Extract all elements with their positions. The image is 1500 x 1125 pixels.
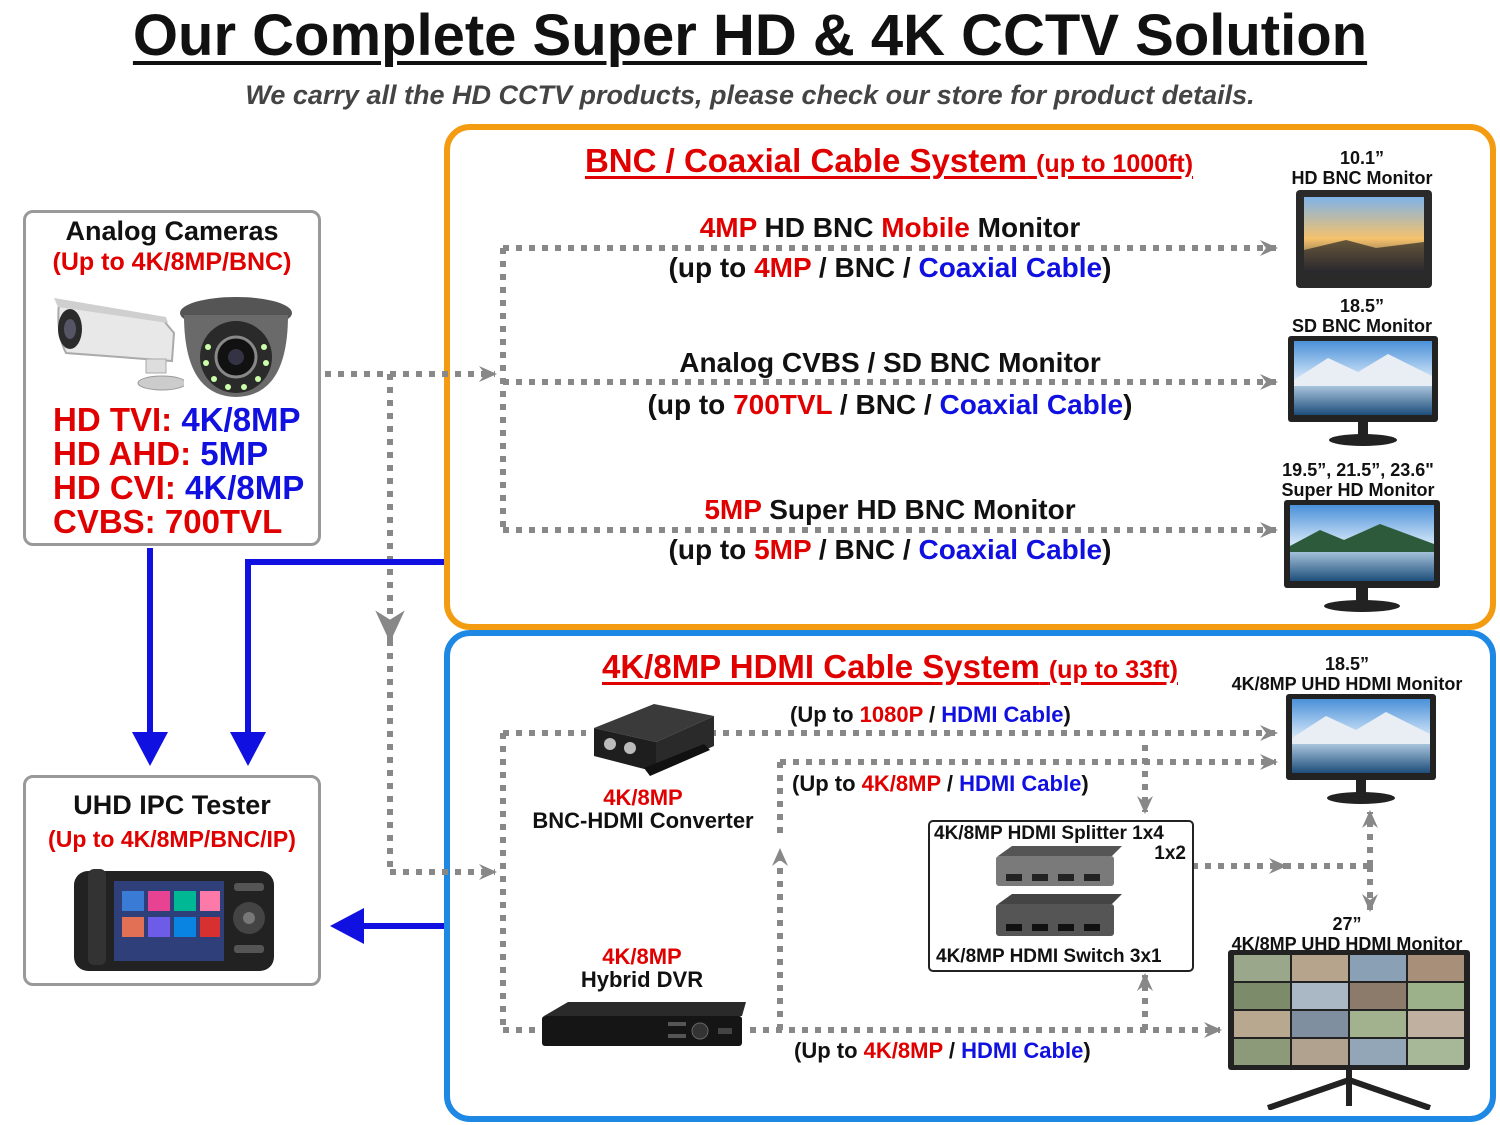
- uhd-hdmi-monitor-27-image: [1228, 950, 1470, 1110]
- converter-label: 4K/8MP BNC-HDMI Converter: [532, 785, 754, 833]
- hd-bnc-monitor-image: [1296, 190, 1432, 288]
- tester-panel: UHD IPC Tester (Up to 4K/8MP/BNC/IP): [23, 775, 321, 986]
- hdmi-system-frame: [444, 630, 1496, 1122]
- bnc-monitor-1-label: 10.1”HD BNC Monitor: [1291, 148, 1433, 188]
- hdmi-monitor-1-label: 18.5”4K/8MP UHD HDMI Monitor: [1231, 654, 1463, 694]
- tester-device-image: [74, 869, 274, 971]
- spec-cvi: HD CVI: 4K/8MP: [53, 469, 305, 506]
- camera-spec-list: HD TVI: 4K/8MP HD AHD: 5MP HD CVI: 4K/8M…: [53, 403, 304, 539]
- dvr-label: 4K/8MP Hybrid DVR: [580, 944, 704, 992]
- bnc-monitor-2-label: 18.5”SD BNC Monitor: [1292, 296, 1432, 336]
- spec-tvi: HD TVI: 4K/8MP: [53, 401, 301, 438]
- hdmi-link-4k-dvr: (Up to 4K/8MP / HDMI Cable): [794, 1038, 1091, 1063]
- bnc-route-3: 5MP Super HD BNC Monitor (up to 5MP / BN…: [668, 494, 1112, 565]
- bullet-camera-image: [54, 298, 184, 391]
- bnc-hdmi-converter-image: [594, 704, 714, 776]
- splitter-switch-image: [996, 846, 1122, 936]
- analog-cameras-panel: Analog Cameras (Up to 4K/8MP/BNC) HD TVI…: [23, 210, 321, 546]
- page-title: Our Complete Super HD & 4K CCTV Solution: [132, 3, 1368, 68]
- hdmi-monitor-2-label: 27”4K/8MP UHD HDMI Monitor: [1231, 914, 1463, 954]
- analog-cameras-title: Analog Cameras: [65, 216, 279, 246]
- hdmi-link-1080p: (Up to 1080P / HDMI Cable): [790, 702, 1071, 727]
- uhd-hdmi-monitor-18-image: [1286, 694, 1436, 804]
- splitter-switch-box: 4K/8MP HDMI Splitter 1x4 1x2 4K/8MP HDMI…: [928, 820, 1194, 972]
- super-hd-monitor-image: [1284, 500, 1440, 612]
- bnc-route-1: 4MP HD BNC Mobile Monitor (up to 4MP / B…: [668, 212, 1112, 283]
- hybrid-dvr-image: [542, 1002, 746, 1046]
- hdmi-link-4k-converter: (Up to 4K/8MP / HDMI Cable): [792, 771, 1089, 796]
- tester-subtitle: (Up to 4K/8MP/BNC/IP): [48, 826, 296, 852]
- bnc-route-2: Analog CVBS / SD BNC Monitor (up to 700T…: [647, 347, 1133, 420]
- bnc-monitor-3-label: 19.5”, 21.5”, 23.6"Super HD Monitor: [1281, 460, 1435, 500]
- spec-cvbs: CVBS: 700TVL: [53, 503, 283, 540]
- hdmi-system-title: 4K/8MP HDMI Cable System (up to 33ft): [601, 648, 1178, 685]
- spec-ahd: HD AHD: 5MP: [53, 435, 269, 472]
- sd-bnc-monitor-image: [1288, 336, 1438, 446]
- dome-camera-image: [180, 297, 292, 397]
- analog-cameras-subtitle: (Up to 4K/8MP/BNC): [52, 248, 292, 276]
- page-subtitle: We carry all the HD CCTV products, pleas…: [245, 80, 1255, 110]
- bnc-system-title: BNC / Coaxial Cable System (up to 1000ft…: [584, 142, 1194, 179]
- tester-title: UHD IPC Tester: [73, 790, 271, 820]
